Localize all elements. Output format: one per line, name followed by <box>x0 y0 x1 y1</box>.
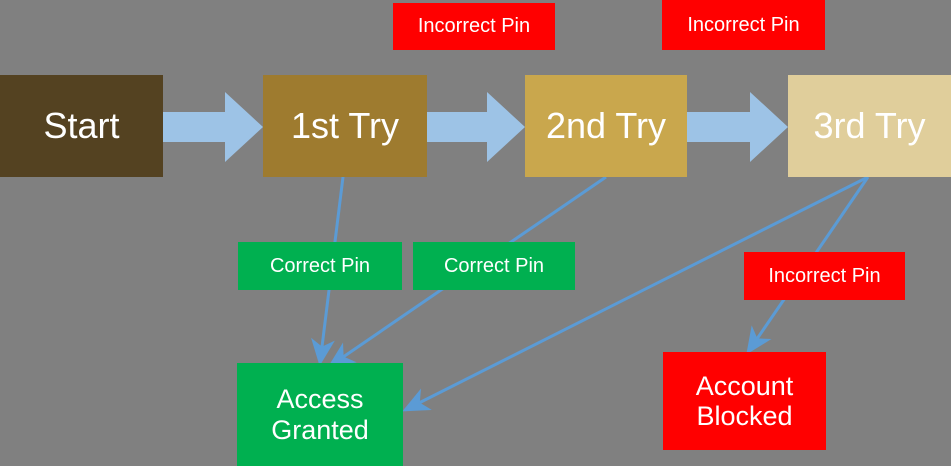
node-1st-try[interactable]: 1st Try <box>263 75 427 177</box>
edge-label-incorrect-pin-2-text: Incorrect Pin <box>687 13 800 36</box>
edge-label-correct-pin-2[interactable]: Correct Pin <box>413 242 575 290</box>
node-account-blocked-label: Account Blocked <box>695 370 794 431</box>
node-2nd-try-label: 2nd Try <box>545 104 667 146</box>
block-arrow-1st-try-to-2nd-try <box>427 92 525 162</box>
edge-label-correct-pin-1-text: Correct Pin <box>269 254 371 277</box>
block-arrow-2nd-try-to-3rd-try <box>687 92 788 162</box>
block-arrow-start-to-1st-try <box>163 92 263 162</box>
node-access-granted-label: Access Granted <box>271 384 369 445</box>
node-3rd-try-label: 3rd Try <box>813 104 926 146</box>
edge-label-incorrect-pin-3[interactable]: Incorrect Pin <box>744 252 905 300</box>
node-3rd-try[interactable]: 3rd Try <box>788 75 951 177</box>
node-start-label: Start <box>43 104 120 146</box>
node-1st-try-label: 1st Try <box>290 104 400 146</box>
edge-label-incorrect-pin-1[interactable]: Incorrect Pin <box>393 3 555 50</box>
node-access-granted[interactable]: Access Granted <box>237 363 403 466</box>
node-start[interactable]: Start <box>0 75 163 177</box>
edge-label-incorrect-pin-2[interactable]: Incorrect Pin <box>662 0 825 50</box>
edge-label-correct-pin-2-text: Correct Pin <box>443 254 545 277</box>
edge-label-correct-pin-1[interactable]: Correct Pin <box>238 242 402 290</box>
edge-label-incorrect-pin-1-text: Incorrect Pin <box>417 15 531 37</box>
edge-label-incorrect-pin-3-text: Incorrect Pin <box>768 264 881 287</box>
node-2nd-try[interactable]: 2nd Try <box>525 75 687 177</box>
node-account-blocked[interactable]: Account Blocked <box>663 352 826 450</box>
